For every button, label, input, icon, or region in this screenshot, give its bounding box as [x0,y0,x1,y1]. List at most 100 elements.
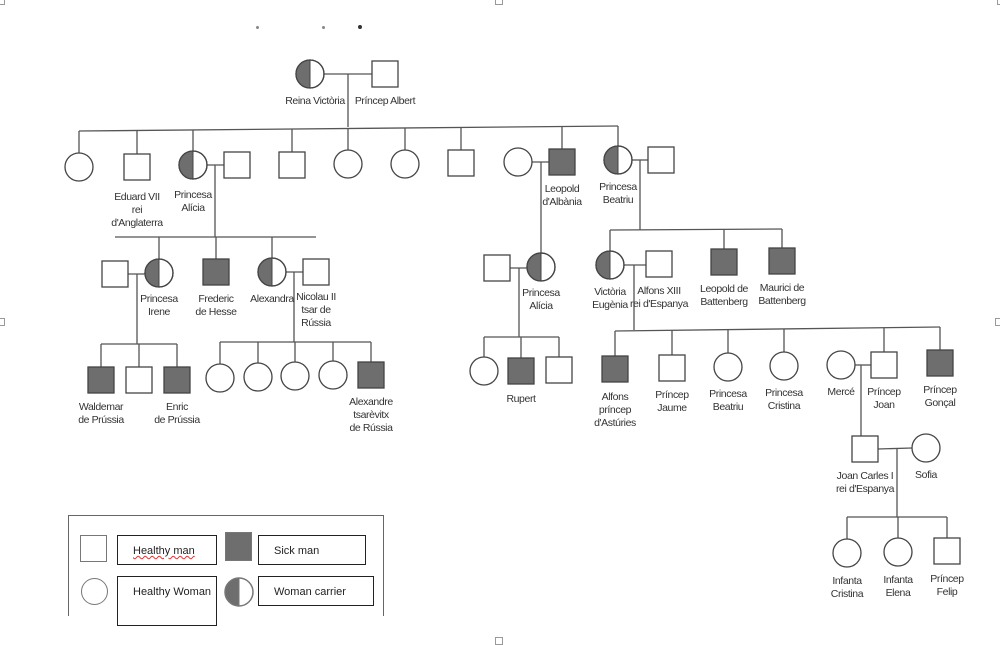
healthy-woman-symbol [826,350,856,380]
person-g1-daughter3 [390,149,420,179]
person-merce: Mercé [826,350,856,398]
healthy-man-symbol [647,146,675,174]
healthy-man-symbol [302,258,330,286]
healthy-woman-symbol [911,433,941,463]
connector-lines [78,73,948,539]
person-g1-son2 [278,151,306,179]
legend-healthy-man-icon [80,535,107,562]
resize-handle-top-right[interactable] [997,0,1000,5]
sick-man-symbol [710,248,738,276]
sick-man-symbol [507,357,535,385]
legend-healthy-woman-icon [81,578,108,605]
resize-handle-middle-right[interactable] [995,318,1000,326]
person-g1-daughter1 [64,152,94,182]
carrier-outline [178,150,208,180]
connector-line [609,228,783,231]
healthy-woman-symbol [64,152,94,182]
healthy-man-symbol [545,356,573,384]
healthy-woman-symbol [469,356,499,386]
person-rus-d2 [243,362,273,392]
sick-man-symbol [601,355,629,383]
person-label: Reina Victòria [285,95,345,107]
legend-sick-man-label: Sick man [258,535,366,565]
person-alexandra: Alexandra [250,257,295,305]
resize-handle-top-left[interactable] [0,0,5,5]
legend-woman-carrier-label: Woman carrier [258,576,374,606]
person-rus-d3 [280,361,310,391]
legend-healthy-woman-label: Healthy Woman [117,576,217,626]
healthy-man-symbol [658,354,686,382]
person-label: Alexandra [250,293,294,305]
sick-man-symbol [163,366,191,394]
carrier-half-fill [527,253,541,281]
resize-handle-top-center[interactable] [495,0,503,5]
person-beatriu-husband [647,146,675,174]
healthy-woman-symbol [390,149,420,179]
sick-man-symbol [768,247,796,275]
person-rus-d1 [205,363,235,393]
person-alicia2-husband [483,254,511,282]
person-irene-son2 [125,366,153,394]
sick-man-symbol [87,366,115,394]
person-label: Mercé [827,386,855,398]
carrier-half-fill [604,146,618,174]
carrier-half-fill [179,151,193,179]
person-rupert: Rupert [506,357,536,405]
healthy-man-symbol [645,250,673,278]
person-alicia2-s [545,356,573,384]
carrier-half-fill [596,251,610,279]
person-irene-husband [101,260,129,288]
healthy-woman-symbol [280,361,310,391]
healthy-man-symbol [223,151,251,179]
resize-handle-middle-left[interactable] [0,318,5,326]
person-sofia: Sofia [911,433,941,481]
carrier-half-fill [258,258,272,286]
person-rus-d4 [318,360,348,390]
legend-sick-man-icon [225,532,252,561]
person-g1-daughter2 [333,149,363,179]
carrier-outline [603,145,633,175]
carrier-outline [295,59,325,89]
carrier-half-fill [296,60,310,88]
carrier-outline [144,258,174,288]
healthy-woman-symbol [769,351,799,381]
person-victoria: Reina Victòria [285,59,346,107]
person-albert: Príncep Albert [355,60,416,107]
connector-line [877,447,913,450]
person-g1-son3 [447,149,475,177]
person-alicia2-d [469,356,499,386]
legend-woman-carrier-icon [224,577,254,607]
sick-man-symbol [926,349,954,377]
speck [322,26,325,29]
